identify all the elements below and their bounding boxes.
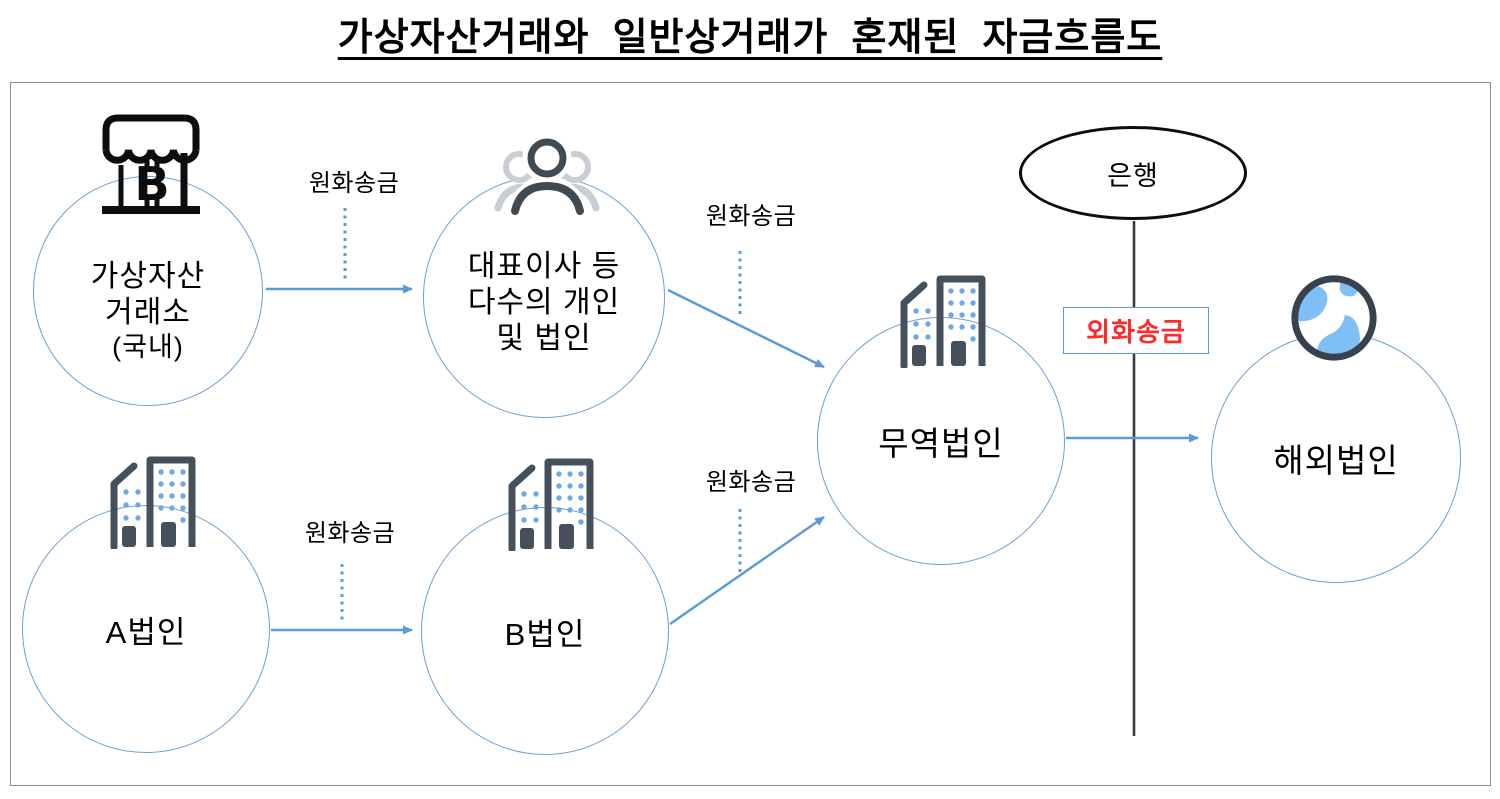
- edge-label-krw-2: 원화송금: [705, 203, 797, 230]
- diagram-title: 가상자산거래와 일반상거래가 혼재된 자금흐름도: [337, 17, 1163, 59]
- node-crypto-exchange-label-2: 거래소: [105, 295, 191, 329]
- node-corp-b-label: B법인: [504, 616, 586, 652]
- edge-label-fx-box: 외화송금: [1063, 307, 1209, 354]
- node-overseas-corp: 해외법인: [1211, 333, 1461, 583]
- building-icon: [499, 454, 597, 556]
- edge-label-krw-1: 원화송금: [308, 170, 400, 197]
- edge-label-krw-4: 원화송금: [705, 469, 797, 496]
- edge-label-krw-3: 원화송금: [304, 520, 396, 547]
- node-ceo-label-3: 및 법인: [496, 322, 592, 355]
- building-icon: [891, 271, 989, 373]
- svg-text:B: B: [134, 157, 169, 211]
- node-ceo-label-1: 대표이사 등: [467, 250, 621, 283]
- node-corp-a-label: A법인: [105, 614, 187, 650]
- node-overseas-corp-label: 해외법인: [1273, 442, 1399, 479]
- people-icon: [494, 129, 600, 232]
- globe-icon: [1288, 272, 1380, 369]
- node-ceo-label-2: 다수의 개인: [467, 286, 621, 319]
- node-crypto-exchange-label-1: 가상자산: [90, 259, 206, 293]
- node-bank: 은행: [1019, 126, 1247, 220]
- node-crypto-exchange: 가상자산 거래소 (국내): [33, 176, 263, 406]
- building-icon: [101, 452, 199, 554]
- edge-label-fx: 외화송금: [1086, 317, 1186, 347]
- node-bank-label: 은행: [1107, 160, 1159, 191]
- node-trading-corp-label: 무역법인: [878, 425, 1004, 462]
- node-corp-a: A법인: [22, 505, 270, 753]
- crypto-store-icon: B: [95, 111, 207, 226]
- node-crypto-exchange-label-3: (국내): [112, 331, 184, 362]
- node-ceo-individuals: 대표이사 등 다수의 개인 및 법인: [423, 176, 665, 418]
